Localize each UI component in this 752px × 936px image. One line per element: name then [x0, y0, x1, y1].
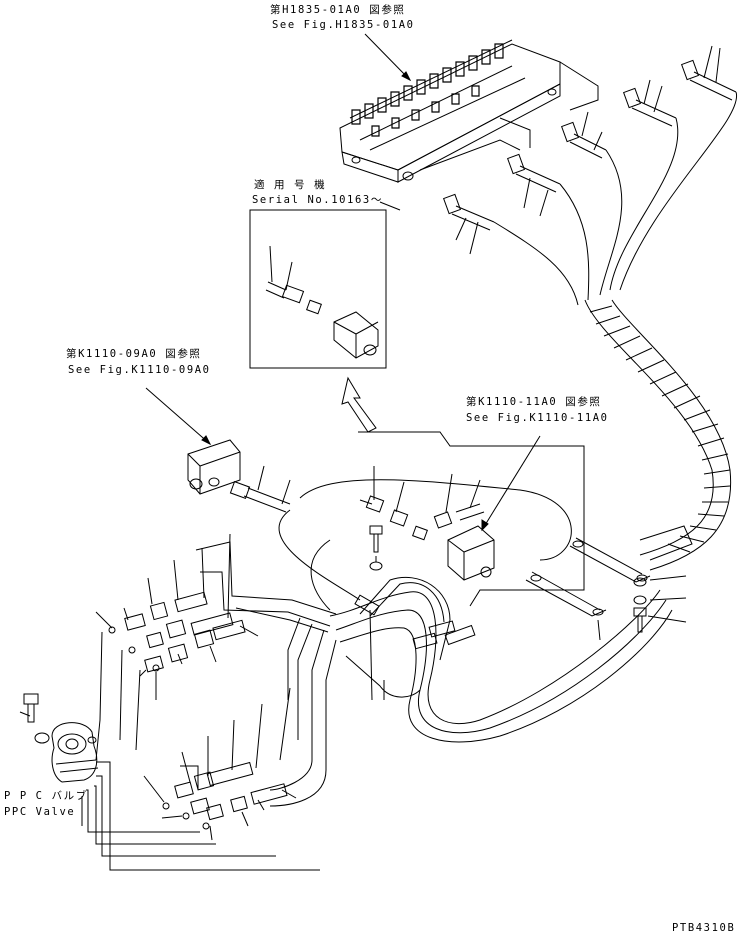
ppc-valve-label-jp: P P C バルブ: [4, 790, 88, 802]
serial-label-jp: 適 用 号 機: [254, 179, 327, 191]
central-hose-loops: [279, 480, 571, 610]
left-fittings: [96, 534, 296, 840]
left-valve-block: [146, 388, 290, 512]
right-valve-block: [358, 432, 584, 606]
h1835-callout-en: See Fig.H1835-01A0: [272, 19, 415, 31]
k1110-09-callout-jp: 第K1110-09A0 図参照: [66, 348, 202, 360]
main-hose-routing: [196, 542, 672, 806]
leader-h1835: [365, 34, 410, 80]
leader-serial: [380, 202, 400, 210]
bracket-plates: [526, 526, 692, 640]
inset-arrow: [342, 378, 376, 432]
figure-code: PTB4310B: [672, 922, 736, 934]
h1835-callout-jp: 第H1835-01A0 図参照: [270, 4, 406, 16]
top-hoses: [420, 46, 737, 305]
serial-label-en: Serial No.10163～: [252, 194, 383, 206]
k1110-11-callout-en: See Fig.K1110-11A0: [466, 412, 609, 424]
serial-inset: [250, 210, 386, 368]
ppc-valve-label-en: PPC Valve: [4, 806, 76, 818]
spiral-hose-bundle: [585, 300, 731, 570]
k1110-09-callout-en: See Fig.K1110-09A0: [68, 364, 211, 376]
ppc-valve: [20, 632, 320, 870]
k1110-11-callout-jp: 第K1110-11A0 図参照: [466, 396, 602, 408]
top-control-valve-block: [340, 40, 560, 182]
